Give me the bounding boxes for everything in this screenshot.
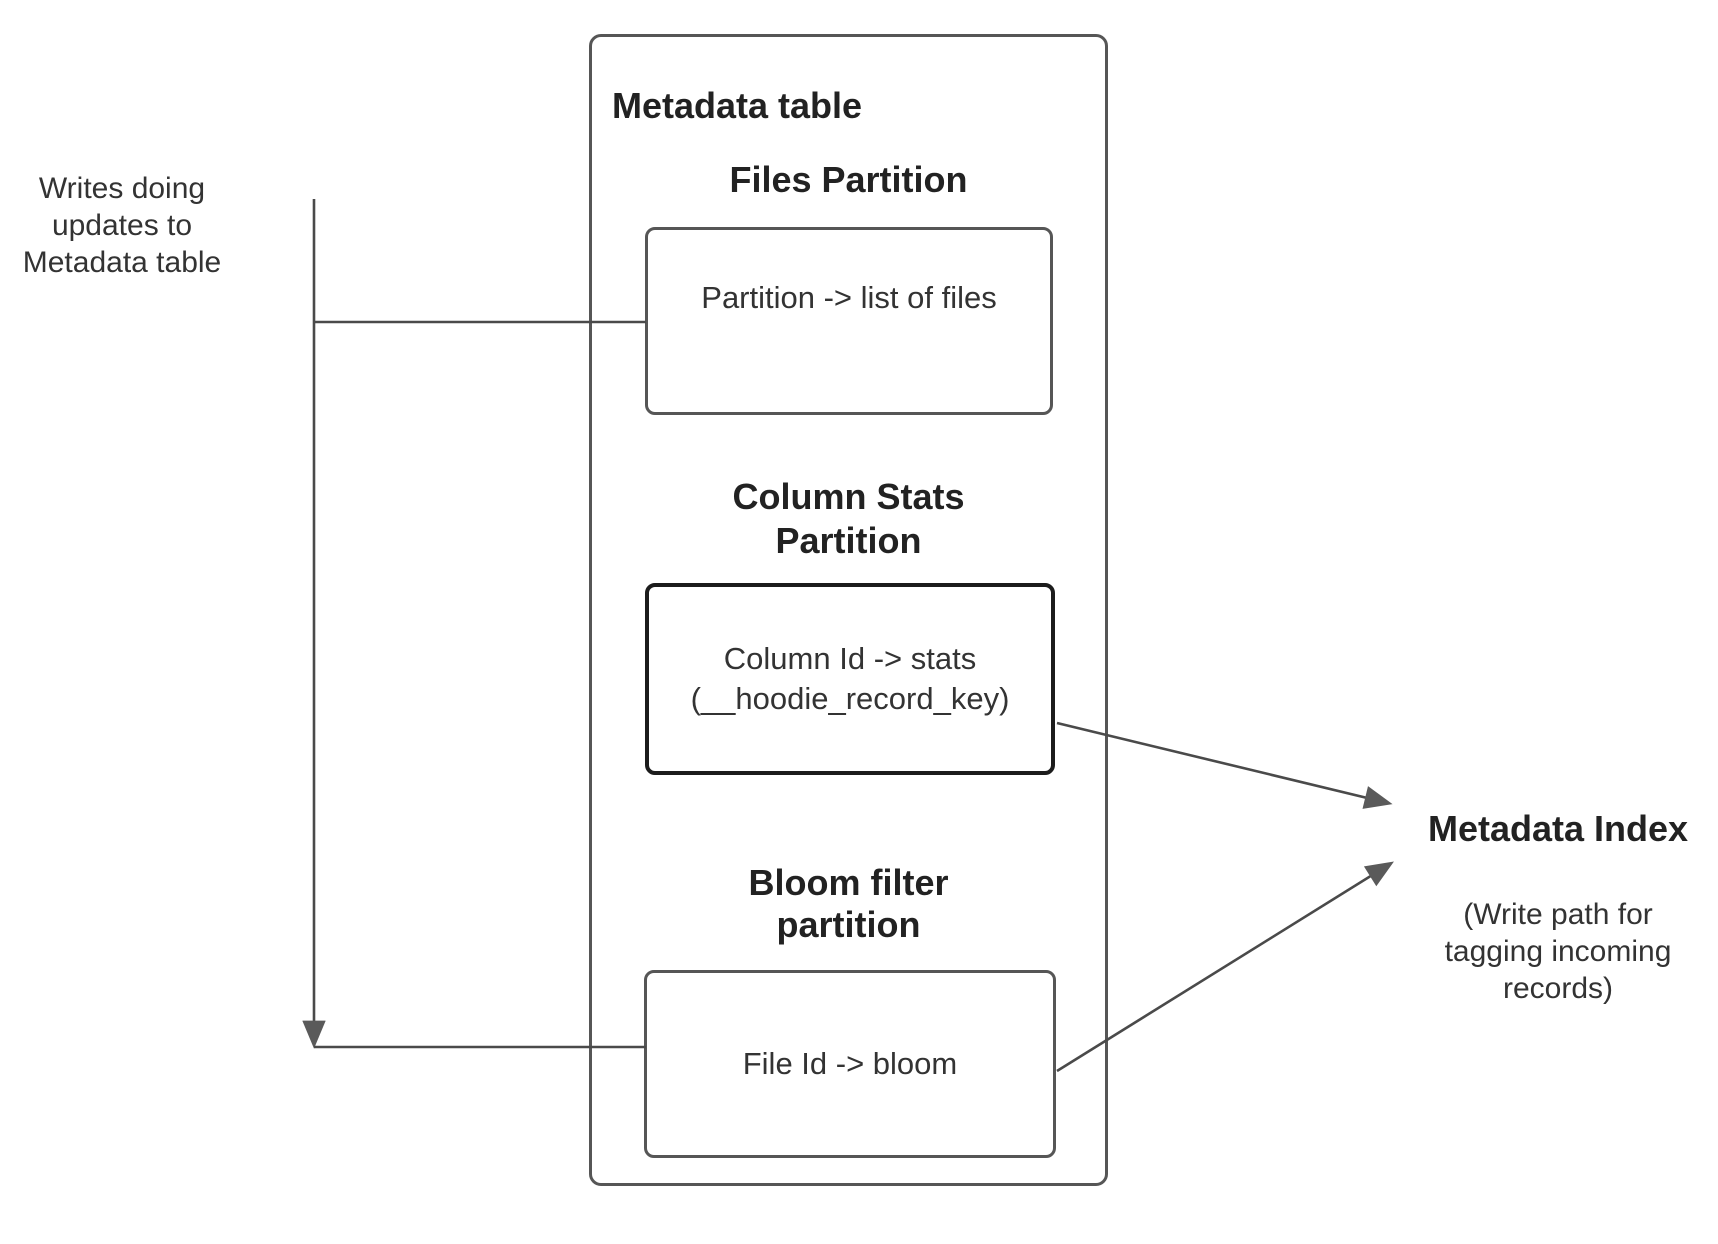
- bloom-filter-partition-body: File Id -> bloom: [742, 1046, 958, 1081]
- bloom-filter-partition-heading: Bloom filter partition: [748, 862, 949, 945]
- column-stats-partition-box: Column Id -> stats (__hoodie_record_key): [645, 583, 1055, 775]
- files-partition-body: Partition -> list of files: [701, 280, 997, 315]
- bloom-filter-partition-box: File Id -> bloom: [644, 970, 1056, 1158]
- metadata-index-title: Metadata Index: [1427, 808, 1689, 849]
- files-partition-heading: Files Partition: [729, 159, 968, 200]
- writes-note: Writes doing updates to Metadata table: [22, 172, 222, 279]
- metadata-table-title: Metadata table: [612, 85, 863, 126]
- column-stats-partition-body: Column Id -> stats (__hoodie_record_key): [690, 641, 1010, 716]
- files-partition-box: Partition -> list of files: [645, 227, 1053, 415]
- metadata-index-caption: (Write path for tagging incoming records…: [1444, 898, 1672, 1005]
- column-stats-partition-heading: Column Stats Partition: [732, 476, 965, 561]
